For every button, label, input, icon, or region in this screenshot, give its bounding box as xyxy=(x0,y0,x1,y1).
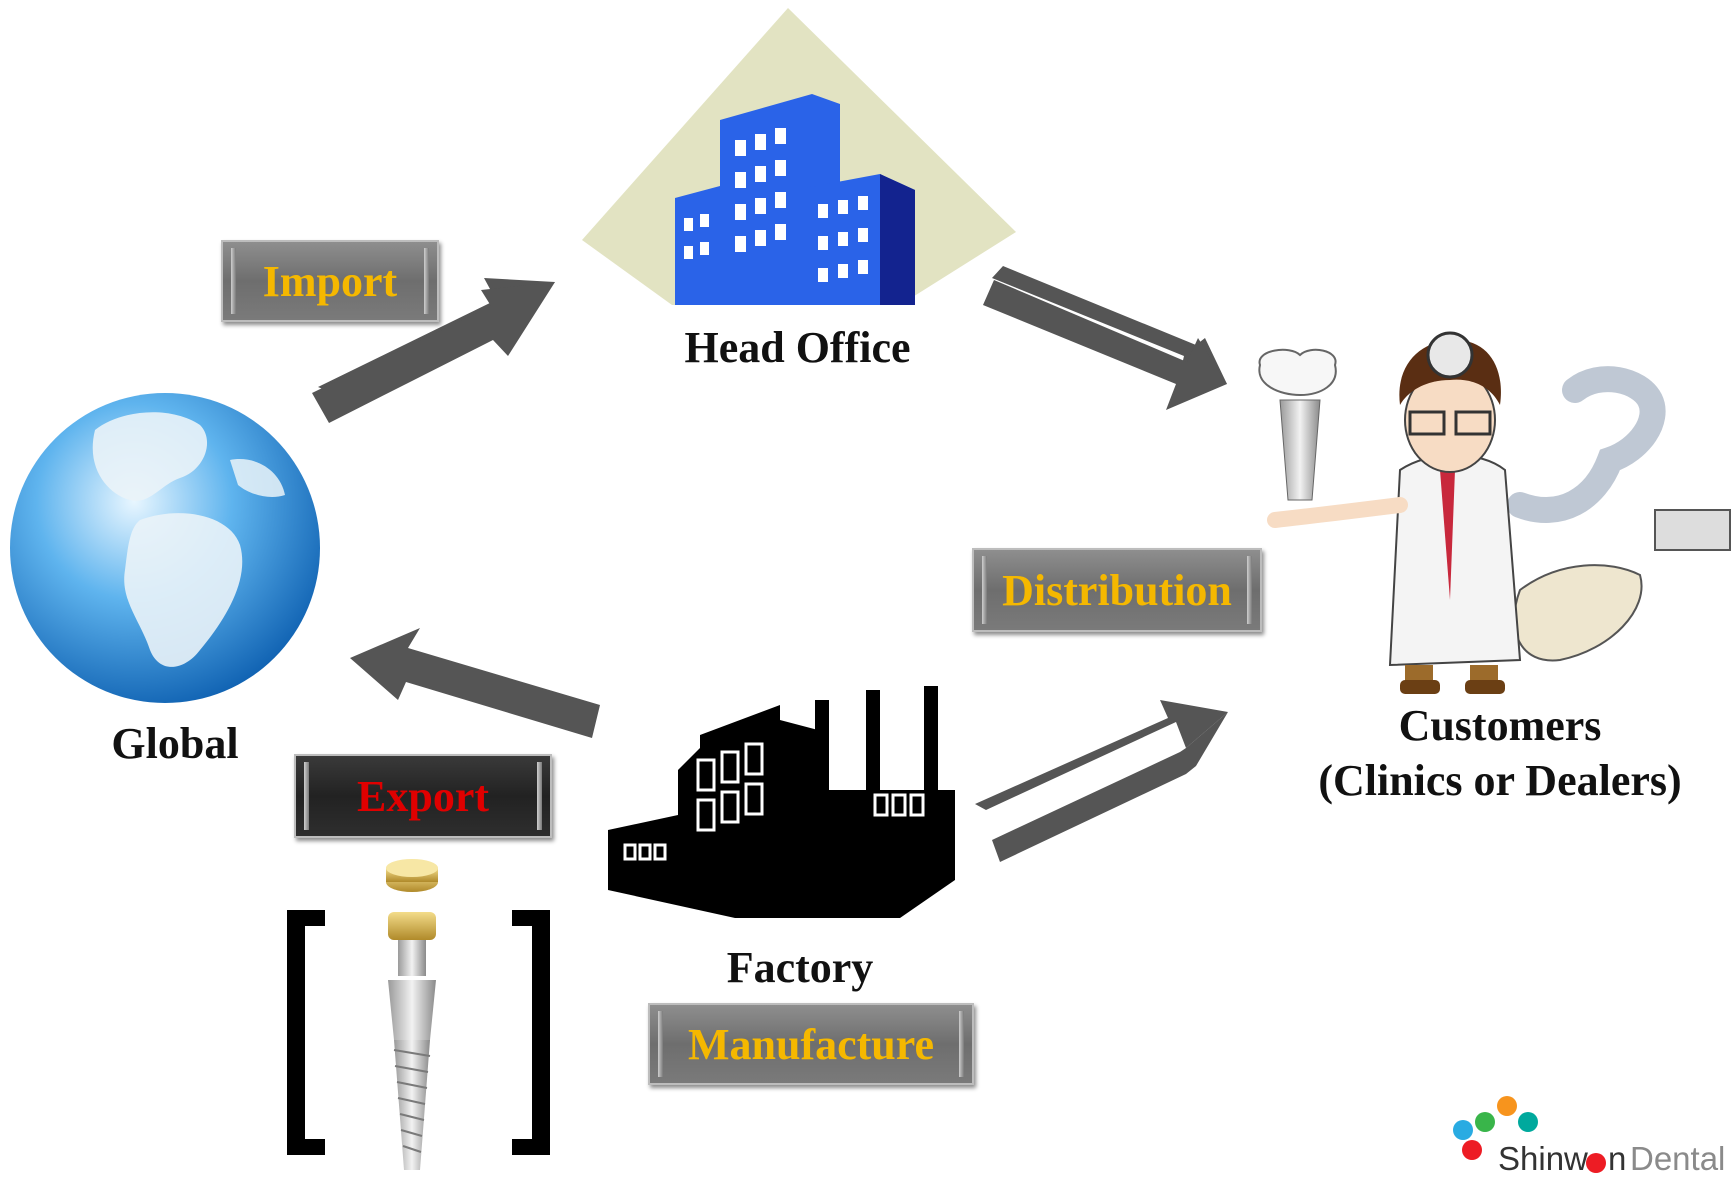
customers-label: Customers xyxy=(1398,701,1602,750)
logo-brand-part1: Shinw xyxy=(1498,1140,1588,1177)
factory-icon xyxy=(608,686,955,918)
arrow-factory-to-customers xyxy=(975,700,1228,862)
globe-icon xyxy=(10,393,320,703)
arrow-global-to-head-office xyxy=(312,278,555,423)
arrow-factory-to-global xyxy=(350,628,600,738)
dentist-icon xyxy=(1258,331,1731,694)
logo-brand-part2: n xyxy=(1608,1140,1627,1177)
manufacture-badge: Manufacture xyxy=(648,1003,974,1085)
manufacture-text: Manufacture xyxy=(687,1019,935,1069)
arrow-head-office-to-customers xyxy=(983,266,1227,410)
logo-brand-part3: Dental xyxy=(1630,1140,1726,1177)
global-label: Global xyxy=(111,719,239,768)
import-text: Import xyxy=(262,256,398,306)
shinwon-dental-logo: Shinw n Dental xyxy=(1498,1140,1733,1180)
export-text: Export xyxy=(357,771,489,821)
office-building-icon xyxy=(582,8,1016,305)
customers-sublabel: (Clinics or Dealers) xyxy=(1318,756,1682,805)
logo-dots xyxy=(1453,1096,1538,1160)
distribution-text: Distribution xyxy=(1002,565,1232,615)
logo-o-mark xyxy=(1586,1153,1606,1173)
factory-label: Factory xyxy=(726,943,874,992)
head-office-label: Head Office xyxy=(684,323,911,372)
export-badge: Export xyxy=(294,754,552,838)
distribution-badge: Distribution xyxy=(972,548,1262,632)
import-badge: Import xyxy=(221,240,439,322)
dental-implant-icon xyxy=(287,859,550,1170)
